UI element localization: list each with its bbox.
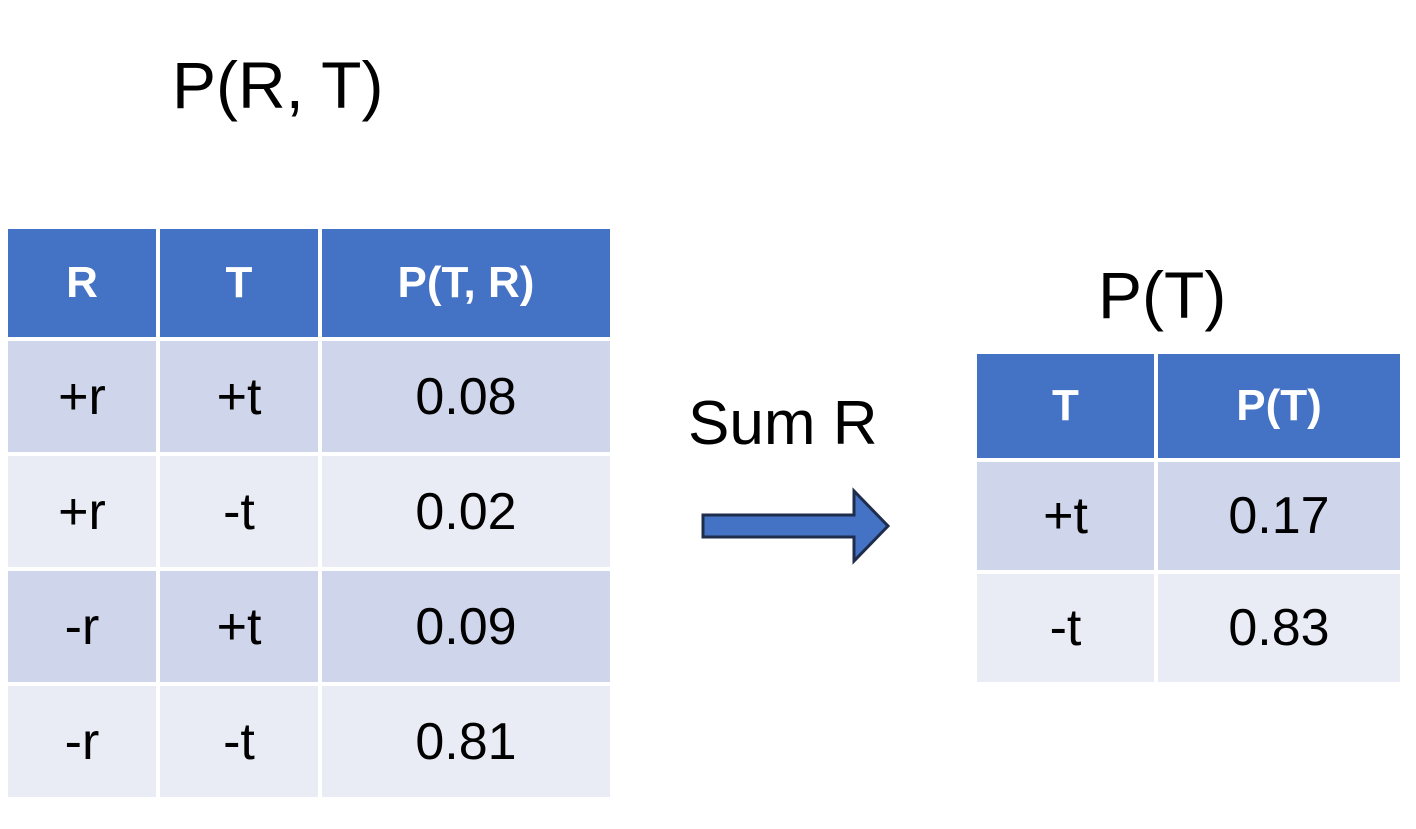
cell-probability: 0.83 <box>1158 574 1400 682</box>
marginal-table-title: P(T) <box>1098 258 1227 332</box>
joint-table-title: P(R, T) <box>172 48 384 122</box>
column-header-r: R <box>8 229 156 337</box>
table-header-row: R T P(T, R) <box>8 229 610 337</box>
column-header-p-t-r: P(T, R) <box>322 229 610 337</box>
cell-t: +t <box>160 341 318 452</box>
cell-t: -t <box>160 686 318 797</box>
cell-probability: 0.09 <box>322 571 610 682</box>
column-header-p-t: P(T) <box>1158 354 1400 458</box>
cell-r: -r <box>8 571 156 682</box>
table-row: -r +t 0.09 <box>8 571 610 682</box>
operation-label: Sum R <box>688 389 878 458</box>
cell-t: +t <box>160 571 318 682</box>
cell-t: +t <box>977 462 1154 570</box>
joint-probability-table: R T P(T, R) +r +t 0.08 +r -t 0.02 -r +t … <box>4 225 614 801</box>
cell-t: -t <box>977 574 1154 682</box>
marginal-probability-table: T P(T) +t 0.17 -t 0.83 <box>973 350 1404 686</box>
column-header-t: T <box>977 354 1154 458</box>
right-arrow-icon <box>701 487 891 565</box>
cell-probability: 0.17 <box>1158 462 1400 570</box>
table-row: -t 0.83 <box>977 574 1400 682</box>
cell-r: -r <box>8 686 156 797</box>
table-header-row: T P(T) <box>977 354 1400 458</box>
cell-probability: 0.08 <box>322 341 610 452</box>
cell-r: +r <box>8 341 156 452</box>
table-row: +r +t 0.08 <box>8 341 610 452</box>
table-row: +t 0.17 <box>977 462 1400 570</box>
cell-t: -t <box>160 456 318 567</box>
cell-r: +r <box>8 456 156 567</box>
cell-probability: 0.81 <box>322 686 610 797</box>
table-row: -r -t 0.81 <box>8 686 610 797</box>
table-row: +r -t 0.02 <box>8 456 610 567</box>
cell-probability: 0.02 <box>322 456 610 567</box>
column-header-t: T <box>160 229 318 337</box>
